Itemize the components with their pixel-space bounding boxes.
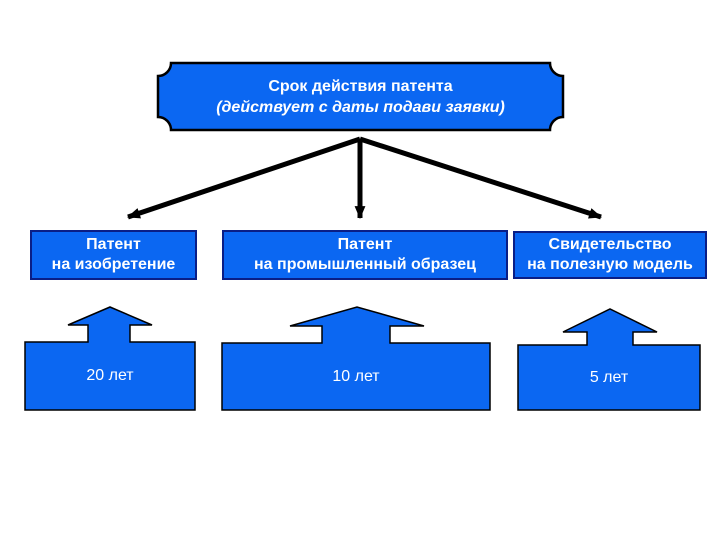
type-box-utility-model: Свидетельство на полезную модель bbox=[513, 231, 707, 279]
duration-callout-invention bbox=[24, 306, 196, 411]
title-line2: (действует с даты подави заявки) bbox=[216, 98, 505, 116]
duration-callout-utility-model bbox=[517, 308, 701, 411]
type-box-utility-model-line2: на полезную модель bbox=[527, 256, 693, 273]
title-line1: Срок действия патента bbox=[268, 77, 453, 95]
type-box-invention: Патент на изобретение bbox=[30, 230, 197, 280]
type-box-industrial-design-line1: Патент bbox=[337, 236, 393, 253]
type-box-invention-line1: Патент bbox=[86, 236, 141, 253]
connector-arrow-right bbox=[359, 136, 603, 220]
type-box-industrial-design-line2: на промышленный образец bbox=[254, 256, 476, 273]
type-box-utility-model-line1: Свидетельство bbox=[548, 236, 672, 253]
duration-label-invention: 20 лет bbox=[86, 367, 134, 384]
duration-callout-industrial-design bbox=[221, 306, 491, 411]
connector-arrow-left bbox=[126, 136, 361, 220]
type-box-invention-line2: на изобретение bbox=[51, 256, 176, 273]
duration-label-industrial-design: 10 лет bbox=[332, 367, 380, 385]
duration-label-utility-model: 5 лет bbox=[589, 368, 629, 386]
title-plaque-shape bbox=[156, 61, 565, 132]
title-box: Срок действия патента (действует с даты … bbox=[158, 63, 563, 130]
type-box-industrial-design: Патент на промышленный образец bbox=[222, 230, 508, 280]
